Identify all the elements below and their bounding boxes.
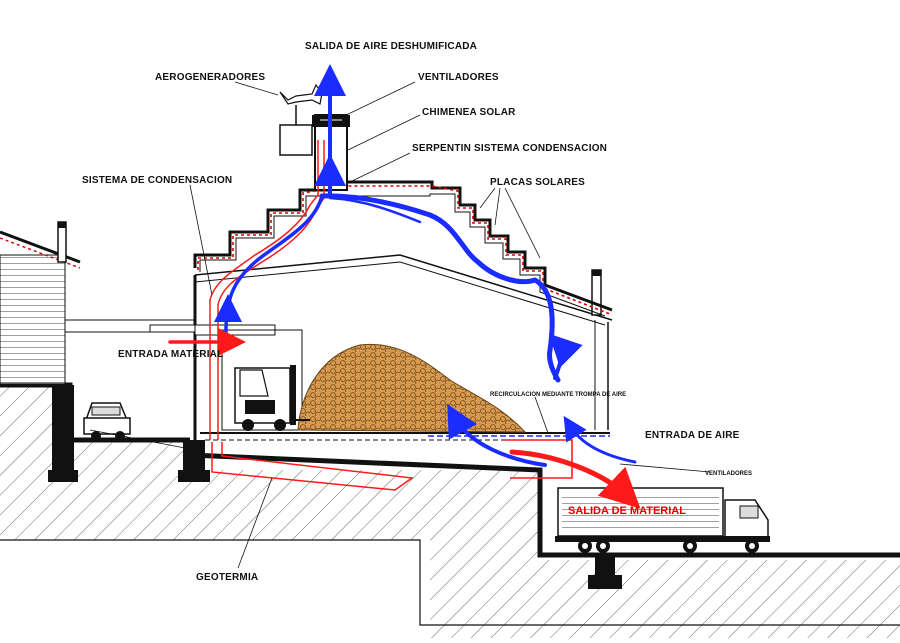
label-ventiladores-top: VENTILADORES: [418, 72, 499, 83]
label-aerogeneradores: AEROGENERADORES: [155, 72, 265, 83]
car-icon: [83, 402, 131, 441]
label-ventiladores-low: VENTILADORES: [705, 471, 752, 477]
leader-lines: [89, 81, 711, 569]
main-hall: [149, 254, 622, 589]
label-geotermia: GEOTERMIA: [196, 572, 258, 583]
solar-roof: [193, 180, 613, 317]
material-pile: [297, 343, 527, 433]
label-recirculacion: RECIRCULACION MEDIANTE TROMPA DE AIRE: [490, 392, 626, 398]
label-salida-material: SALIDA DE MATERIAL: [568, 505, 686, 517]
label-placas: PLACAS SOLARES: [490, 177, 585, 188]
terrain: [0, 382, 900, 638]
condensation-pipes: [209, 140, 415, 491]
truck-icon: [555, 487, 770, 553]
label-salida-aire: SALIDA DE AIRE DESHUMIFICADA: [305, 41, 477, 52]
left-building: [0, 221, 195, 482]
label-entrada-material: ENTRADA MATERIAL: [118, 349, 223, 360]
label-entrada-aire: ENTRADA DE AIRE: [645, 430, 740, 441]
air-flow: [214, 64, 637, 467]
wind-turbine-icon: [279, 83, 323, 156]
label-sistema-condensacion: SISTEMA DE CONDENSACION: [82, 175, 232, 186]
forklift-icon: [234, 365, 310, 431]
label-chimenea: CHIMENEA SOLAR: [422, 107, 516, 118]
material-flow: [168, 328, 641, 509]
label-serpentin: SERPENTIN SISTEMA CONDENSACION: [412, 143, 607, 154]
